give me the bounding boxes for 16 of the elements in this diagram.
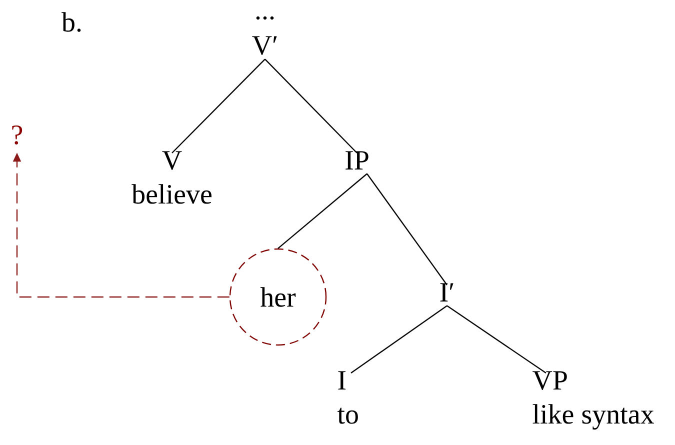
circled-word: her xyxy=(229,248,327,346)
tree-branch xyxy=(172,58,266,154)
tree-label: VP like syntax xyxy=(532,371,654,430)
tree-label: IP xyxy=(346,151,368,170)
tree-branch xyxy=(264,58,358,154)
ellipsis: ... xyxy=(256,16,274,20)
tree-label: V believe xyxy=(132,151,212,204)
tree-branch xyxy=(446,305,546,374)
question-mark: ? xyxy=(12,126,22,144)
tree-branch xyxy=(366,173,448,286)
tree-label: I′ xyxy=(440,283,454,302)
tree-branch xyxy=(278,173,368,249)
item-letter: b. xyxy=(62,12,81,32)
tree-label: I to xyxy=(337,371,358,424)
tree-label: V′ xyxy=(252,36,277,55)
tree-branch xyxy=(350,305,448,374)
